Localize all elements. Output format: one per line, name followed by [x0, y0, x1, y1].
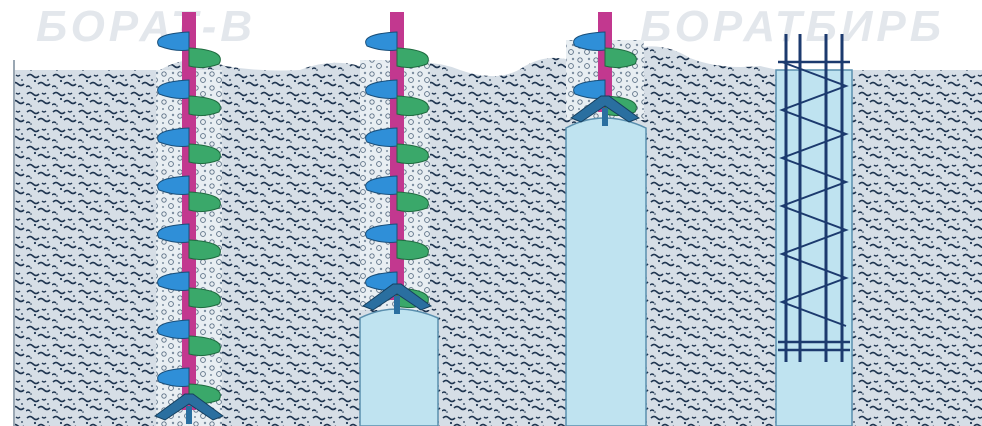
- concrete-column: [360, 309, 438, 426]
- auger-blade-green: [397, 48, 428, 68]
- stage-2-concrete-pouring: [360, 12, 438, 426]
- stage-1-auger-drilling: [155, 12, 223, 426]
- cutting-tip: [394, 296, 400, 314]
- cutting-tip: [602, 108, 608, 126]
- auger-blade-green: [189, 48, 220, 68]
- auger-blade-blue: [366, 32, 397, 51]
- stage-3-concrete-pouring: [566, 12, 646, 426]
- concrete-column: [566, 118, 646, 426]
- stage-4-rebar-cage: [776, 34, 852, 426]
- auger-blade-blue: [158, 32, 189, 51]
- cutting-tip: [186, 406, 192, 424]
